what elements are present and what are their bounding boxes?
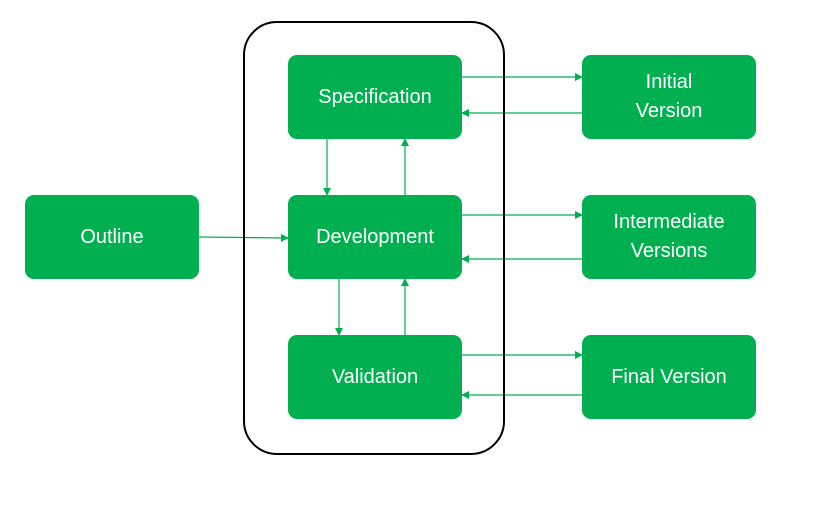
node-specification: Specification [288,55,462,139]
node-outline-label: Outline [80,225,144,248]
node-initial-version-label: Initial Version [635,71,703,122]
node-outline: Outline [25,195,199,279]
node-intermediate-versions-label: Intermediate Versions [613,211,725,262]
node-final-version: Final Version [582,335,756,419]
node-specification-label: Specification [318,85,432,108]
node-validation-label: Validation [331,365,419,388]
node-development: Development [288,195,462,279]
process-group-frame [243,21,505,455]
node-development-label: Development [316,225,434,248]
node-validation: Validation [288,335,462,419]
node-intermediate-versions: Intermediate Versions [582,195,756,279]
node-initial-version: Initial Version [582,55,756,139]
node-final-version-label: Final Version [611,365,727,388]
